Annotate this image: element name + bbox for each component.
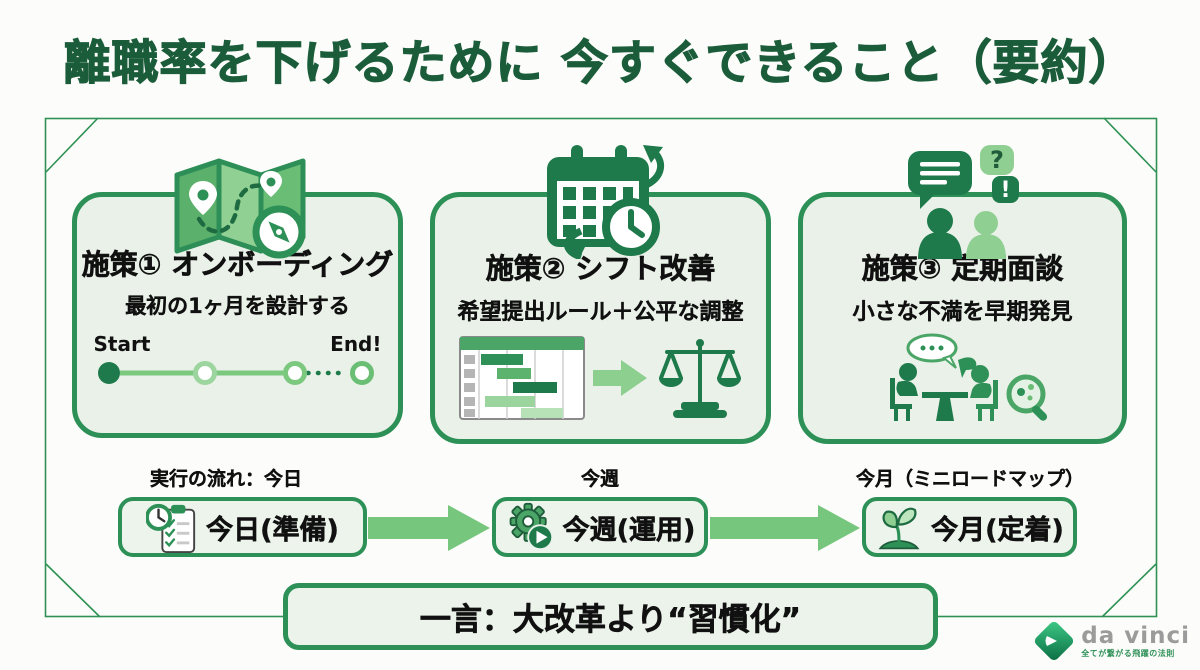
svg-text:?: ?: [990, 146, 1004, 174]
card-subtitle: 小さな不満を早期発見: [852, 300, 1073, 325]
flow-step-today: 今日(準備): [118, 497, 367, 557]
card-title: 施策③ 定期面談: [861, 252, 1064, 286]
meeting-magnifier-icon: [889, 333, 1047, 421]
right-arrow-icon: [592, 360, 647, 396]
flow-label-this-week: 今週: [580, 468, 620, 490]
balance-scale-icon: [658, 339, 741, 418]
sprout-icon: [878, 507, 920, 550]
card-shift-improvement: 施策② シフト改善 希望提出ルール＋公平な調整: [430, 145, 771, 444]
brand-logo: da vinci 全てが繋がる飛躍の法則: [1031, 618, 1190, 664]
page-title: 離職率を下げるために 今すぐできること（要約）: [63, 35, 1137, 91]
card-subtitle: 最初の1ヶ月を設計する: [125, 294, 350, 318]
card-subtitle: 希望提出ルール＋公平な調整: [457, 300, 744, 325]
onboarding-timeline: Start End!: [92, 332, 384, 394]
flow-arrow-icon: [368, 505, 490, 551]
flow-step-label: 今週(運用): [562, 514, 696, 546]
timeline-start-label: Start: [93, 332, 151, 356]
timeline-graphic-icon: [97, 361, 374, 385]
chat-people-icon: ? !: [907, 145, 1019, 259]
flow-arrow-icon: [710, 505, 860, 551]
summary-banner-text: 一言：大改革より“習慣化”: [419, 602, 802, 639]
svg-text:!: !: [1000, 178, 1010, 203]
green-diamond-logo-icon: [1035, 621, 1074, 661]
flow-label-today: 実行の流れ：今日: [150, 468, 303, 490]
card-onboarding: 施策① オンボーディング 最初の1ヶ月を設計する Start End!: [72, 158, 403, 438]
clock-checklist-icon: [146, 503, 196, 553]
card-regular-interviews: ? ! 施策③ 定期面談 小さな不満を早期発見: [798, 145, 1127, 444]
brand-name: da vinci: [1081, 622, 1190, 649]
flow-step-label: 今日(準備): [206, 514, 339, 546]
card-title: 施策① オンボーディング: [81, 248, 394, 282]
summary-banner: 一言：大改革より“習慣化”: [283, 583, 938, 650]
shift-table-icon: [458, 336, 585, 420]
gear-play-icon: [509, 502, 553, 551]
flow-label-this-month: 今月（ミニロードマップ）: [855, 468, 1085, 490]
map-compass-icon: [174, 158, 305, 259]
timeline-end-label: End!: [330, 332, 382, 356]
brand-tagline: 全てが繋がる飛躍の法則: [1081, 648, 1175, 658]
card-title: 施策② シフト改善: [485, 252, 716, 286]
shift-illustration: [458, 336, 743, 420]
flow-step-label: 今月(定着): [931, 514, 1064, 546]
flow-step-this-month: 今月(定着): [862, 497, 1077, 557]
flow-step-this-week: 今週(運用): [492, 497, 708, 557]
calendar-clock-icon: [546, 145, 664, 259]
